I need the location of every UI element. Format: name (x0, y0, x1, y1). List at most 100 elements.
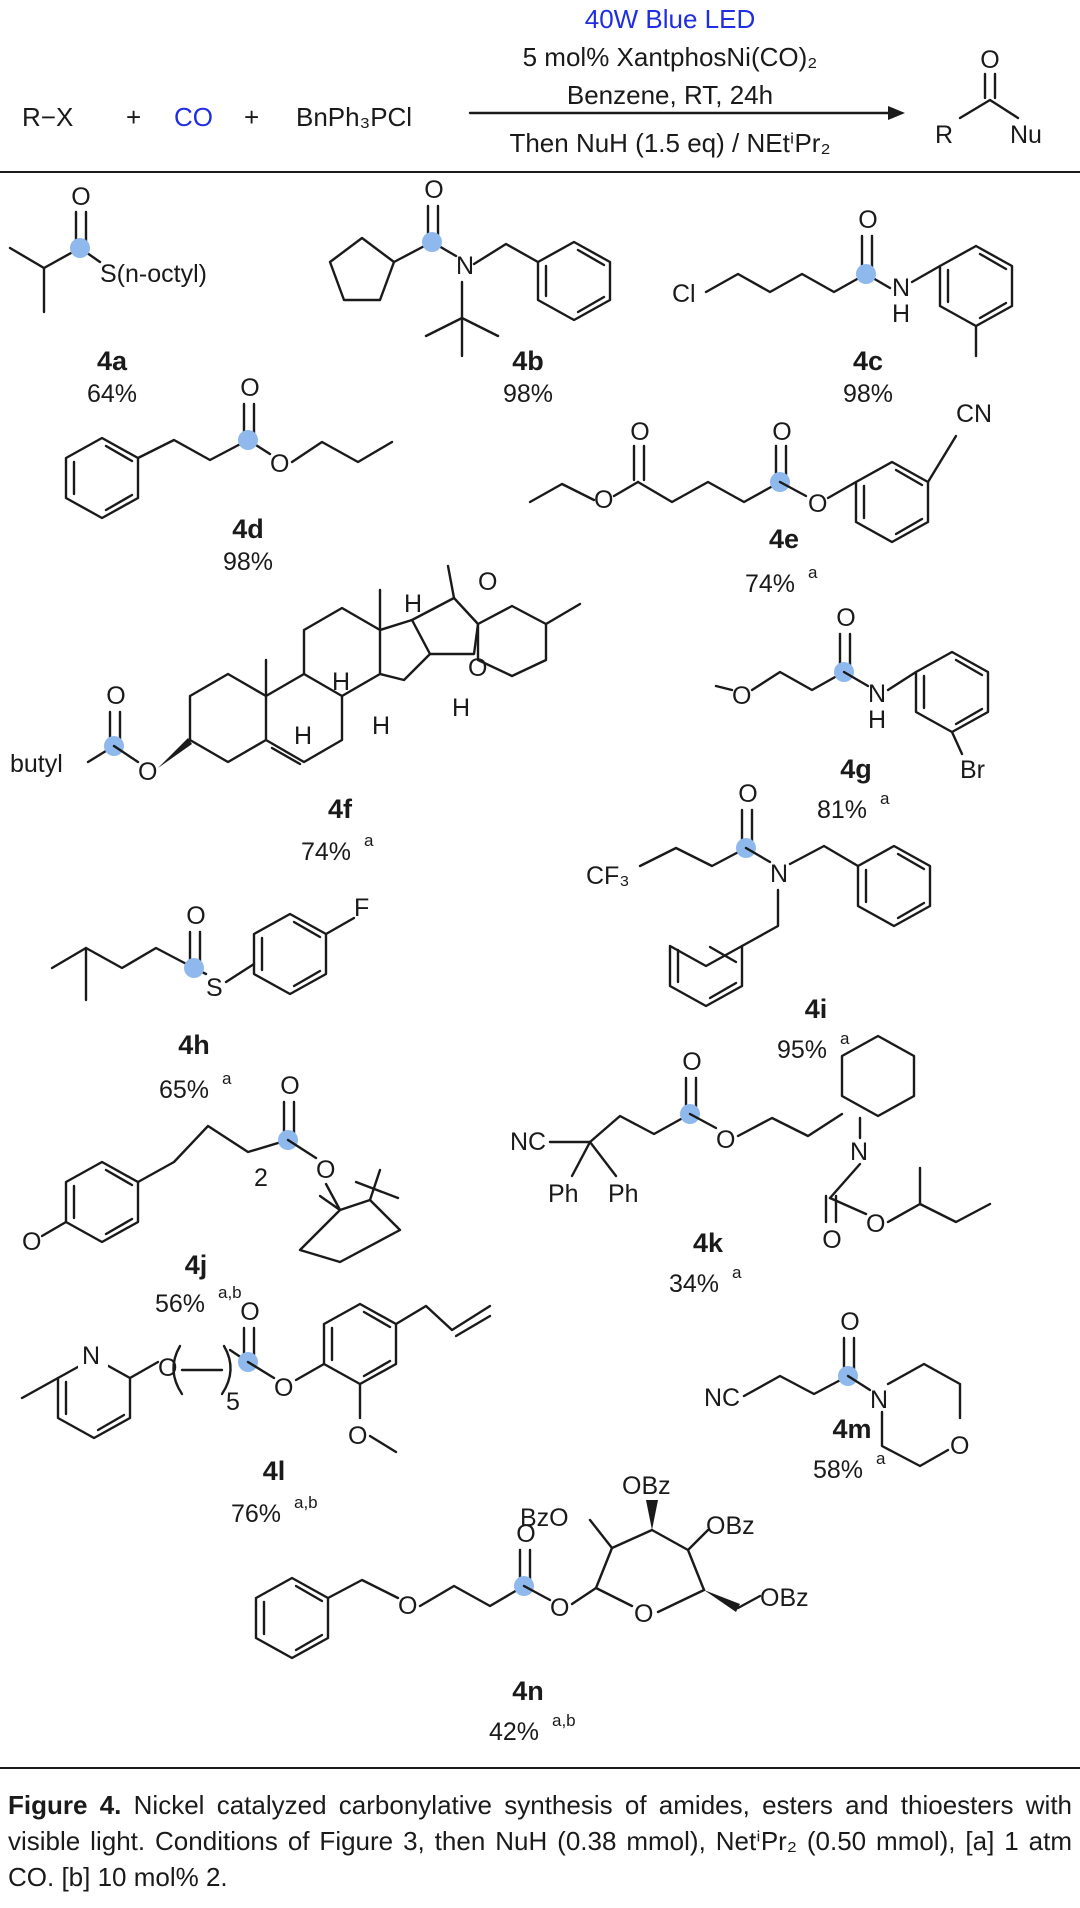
svg-text:H: H (404, 590, 422, 618)
note-4i: a (840, 1029, 850, 1048)
svg-text:O: O (682, 1048, 701, 1076)
compound-4a: O S(n-octyl) (8, 183, 207, 314)
svg-text:H: H (892, 300, 910, 328)
svg-text:O: O (630, 418, 649, 446)
svg-text:5: 5 (226, 1388, 240, 1416)
reactant-phosphonium: BnPh₃PCl (296, 102, 412, 132)
compound-4g: O O N H Br (714, 604, 990, 784)
svg-text:NC: NC (510, 1128, 546, 1156)
svg-text:S: S (206, 974, 223, 1002)
svg-text:butyl: butyl (10, 750, 63, 778)
reactant-co: CO (174, 102, 213, 132)
svg-text:N: N (870, 1386, 888, 1414)
svg-text:R: R (935, 121, 953, 149)
plus-1: + (126, 102, 141, 132)
svg-text:2: 2 (254, 1164, 268, 1192)
svg-text:O: O (840, 1308, 859, 1336)
svg-text:O: O (716, 1126, 735, 1154)
svg-text:O: O (348, 1422, 367, 1450)
plus-2: + (244, 102, 259, 132)
svg-text:Ph: Ph (548, 1180, 579, 1208)
reactant-rx: R−X (22, 102, 73, 132)
caption-label: Figure 4. (8, 1790, 122, 1820)
svg-text:O: O (822, 1226, 841, 1254)
svg-text:O: O (866, 1210, 885, 1238)
yield-4k: 34% (669, 1270, 719, 1298)
label-4j: 4j (185, 1250, 208, 1280)
label-4e: 4e (769, 524, 799, 554)
note-4m: a (876, 1449, 886, 1468)
note-4l: a,b (294, 1493, 318, 1512)
yield-4f: 74% (301, 838, 351, 866)
svg-text:O: O (950, 1432, 969, 1460)
yield-4a: 64% (87, 380, 137, 408)
svg-text:H: H (868, 706, 886, 734)
label-4g: 4g (840, 754, 872, 784)
svg-text:NC: NC (704, 1384, 740, 1412)
note-4g: a (880, 789, 890, 808)
svg-text:O: O (240, 1298, 259, 1326)
label-4a: 4a (97, 346, 128, 376)
yield-4e: 74% (745, 570, 795, 598)
label-4n: 4n (512, 1676, 544, 1706)
label-4d: 4d (232, 514, 264, 544)
svg-text:N: N (82, 1342, 100, 1370)
svg-text:Cl: Cl (672, 280, 696, 308)
label-4i: 4i (805, 994, 828, 1024)
reaction-equation: R−X + CO + BnPh₃PCl 40W Blue LED 5 mol% … (22, 4, 1042, 158)
svg-text:Br: Br (960, 756, 985, 784)
svg-text:O: O (270, 450, 289, 478)
svg-text:O: O (836, 604, 855, 632)
svg-text:O: O (280, 1072, 299, 1100)
svg-text:O: O (240, 374, 259, 402)
svg-text:N: N (850, 1138, 868, 1166)
svg-text:O: O (772, 418, 791, 446)
yield-4j: 56% (155, 1290, 205, 1318)
svg-text:O: O (634, 1600, 653, 1628)
yield-4h: 65% (159, 1076, 209, 1104)
svg-text:O: O (732, 682, 751, 710)
svg-text:O: O (858, 206, 877, 234)
note-4f: a (364, 831, 374, 850)
compound-4n: O O O O BzO OBz OBz OBz (254, 1472, 809, 1660)
svg-text:N: N (892, 274, 910, 302)
svg-text:S(n-octyl): S(n-octyl) (100, 260, 207, 288)
svg-text:O: O (424, 176, 443, 204)
reaction-scheme: R−X + CO + BnPh₃PCl 40W Blue LED 5 mol% … (0, 4, 1080, 1769)
svg-text:O: O (138, 758, 157, 786)
label-4f: 4f (328, 794, 353, 824)
svg-text:O: O (398, 1592, 417, 1620)
yield-4n: 42% (489, 1718, 539, 1746)
compound-4h: O S F (50, 894, 369, 1002)
compound-4m: NC O N O (704, 1308, 969, 1468)
compound-4d: O O (64, 374, 394, 520)
svg-text:O: O (478, 568, 497, 596)
svg-text:O: O (594, 486, 613, 514)
note-4j: a,b (218, 1283, 242, 1302)
svg-text:CN: CN (956, 400, 992, 428)
svg-text:O: O (808, 490, 827, 518)
svg-text:OBz: OBz (622, 1472, 671, 1500)
condition-solvent: Benzene, RT, 24h (567, 80, 773, 110)
note-4k: a (732, 1263, 742, 1282)
compound-4c: Cl O N H (672, 206, 1014, 358)
svg-text:H: H (372, 712, 390, 740)
svg-text:N: N (770, 860, 788, 888)
compound-4k: NC Ph Ph O O N O O (510, 1034, 992, 1254)
condition-light: 40W Blue LED (585, 4, 756, 34)
svg-text:BzO: BzO (520, 1504, 569, 1532)
svg-text:O: O (980, 46, 999, 74)
svg-text:O: O (738, 780, 757, 808)
generic-product: O R Nu (935, 46, 1042, 149)
compound-4f: butyl O O O O H H H H H (10, 564, 582, 786)
svg-text:F: F (354, 894, 369, 922)
svg-text:O: O (186, 902, 205, 930)
svg-text:H: H (294, 722, 312, 750)
condition-nucleophile: Then NuH (1.5 eq) / NEtⁱPr₂ (509, 128, 830, 158)
svg-text:N: N (456, 252, 474, 280)
note-4e: a (808, 563, 818, 582)
reaction-arrow-head (888, 106, 905, 120)
compound-labels: 4a 64% 4b 98% 4c 98% 4d 98% 4e 74% a 4f … (87, 346, 893, 1746)
svg-text:OBz: OBz (760, 1584, 809, 1612)
compound-4b: O N (328, 176, 612, 358)
